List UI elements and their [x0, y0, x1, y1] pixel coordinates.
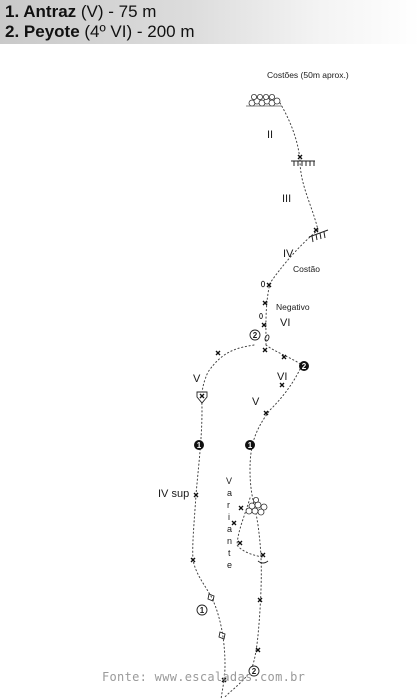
line-variante: [236, 497, 264, 558]
route-1-marker-left: [194, 440, 204, 450]
route-2-grade: (4º VI) - 200 m: [79, 22, 195, 41]
route-1-marker-right-label: 1: [248, 441, 253, 450]
feature-costao: Costão: [293, 264, 320, 274]
bolt: [238, 505, 244, 511]
bolt: [231, 520, 237, 526]
variante-letter: e: [227, 560, 232, 570]
bolts: [190, 154, 319, 683]
route-1-title: 1. Antraz (V) - 75 m: [5, 2, 156, 22]
variante-letter: t: [228, 548, 231, 558]
variante-label: V a r i a n t e: [226, 476, 232, 570]
route-2-marker-upper: [299, 361, 309, 371]
bolt: [263, 410, 269, 416]
pitch-grade-v-left: V: [193, 373, 201, 385]
pitch-grade-iv-sup: IV sup: [158, 488, 189, 500]
bolt: [281, 354, 287, 360]
bolt: [279, 382, 285, 388]
line-upper-pitches: [265, 102, 319, 346]
route-2-marker-open-upper-label: 2: [253, 331, 258, 340]
top-note: Costões (50m aprox.): [267, 70, 349, 80]
variante-letter: r: [227, 500, 230, 510]
variante-letter: i: [228, 512, 230, 522]
route-lines: [192, 102, 319, 700]
route-2-marker-open-upper: [249, 329, 261, 341]
pitch-grade-vi-lower: VI: [277, 371, 287, 383]
pitch-grade-vi-upper: VI: [280, 317, 290, 329]
shield-icon: [196, 391, 208, 404]
bolt: [237, 540, 243, 546]
route-1-name: 1. Antraz: [5, 2, 77, 21]
variante-letter: a: [227, 488, 232, 498]
belay-station-2: [308, 229, 329, 243]
bolt: [261, 322, 267, 328]
line-route-1: [192, 344, 255, 700]
pitch-grade-ii: II: [267, 129, 273, 141]
bolt: [297, 154, 303, 160]
route-2-marker-open-lower: [248, 665, 260, 677]
pitch-grade-iii: III: [282, 193, 291, 205]
bolt: [193, 492, 199, 498]
route-2-marker-open-lower-label: 2: [252, 667, 257, 676]
mid-boulders: [245, 496, 268, 516]
route-1-marker-right: [245, 440, 255, 450]
header-band: [0, 0, 420, 44]
variante-letter: V: [226, 476, 232, 486]
bolt: [266, 282, 272, 288]
route-1-marker-open: [196, 604, 208, 616]
route-2-marker-upper-label: 2: [302, 362, 307, 371]
top-boulders: [248, 94, 281, 107]
variante-letter: a: [227, 524, 232, 534]
pitch-grade-iv: IV: [283, 248, 294, 260]
route-1-grade: (V) - 75 m: [76, 2, 157, 21]
route-1-marker-open-label: 1: [200, 606, 205, 615]
route-1-marker-left-label: 1: [197, 441, 202, 450]
belay-station-1: [291, 160, 315, 166]
route-2-title: 2. Peyote (4º VI) - 200 m: [5, 22, 195, 42]
feature-negativo: Negativo: [276, 302, 310, 312]
variante-letter: n: [227, 536, 232, 546]
piton-symbols: [207, 280, 270, 640]
bolt: [215, 350, 221, 356]
source-credit: Fonte: www.escaladas.com.br: [102, 670, 306, 684]
bolt: [262, 347, 268, 353]
route-2-name: 2. Peyote: [5, 22, 80, 41]
bolt: [260, 552, 266, 558]
pitch-grade-v-right: V: [252, 396, 260, 408]
line-route-2: [223, 344, 303, 699]
